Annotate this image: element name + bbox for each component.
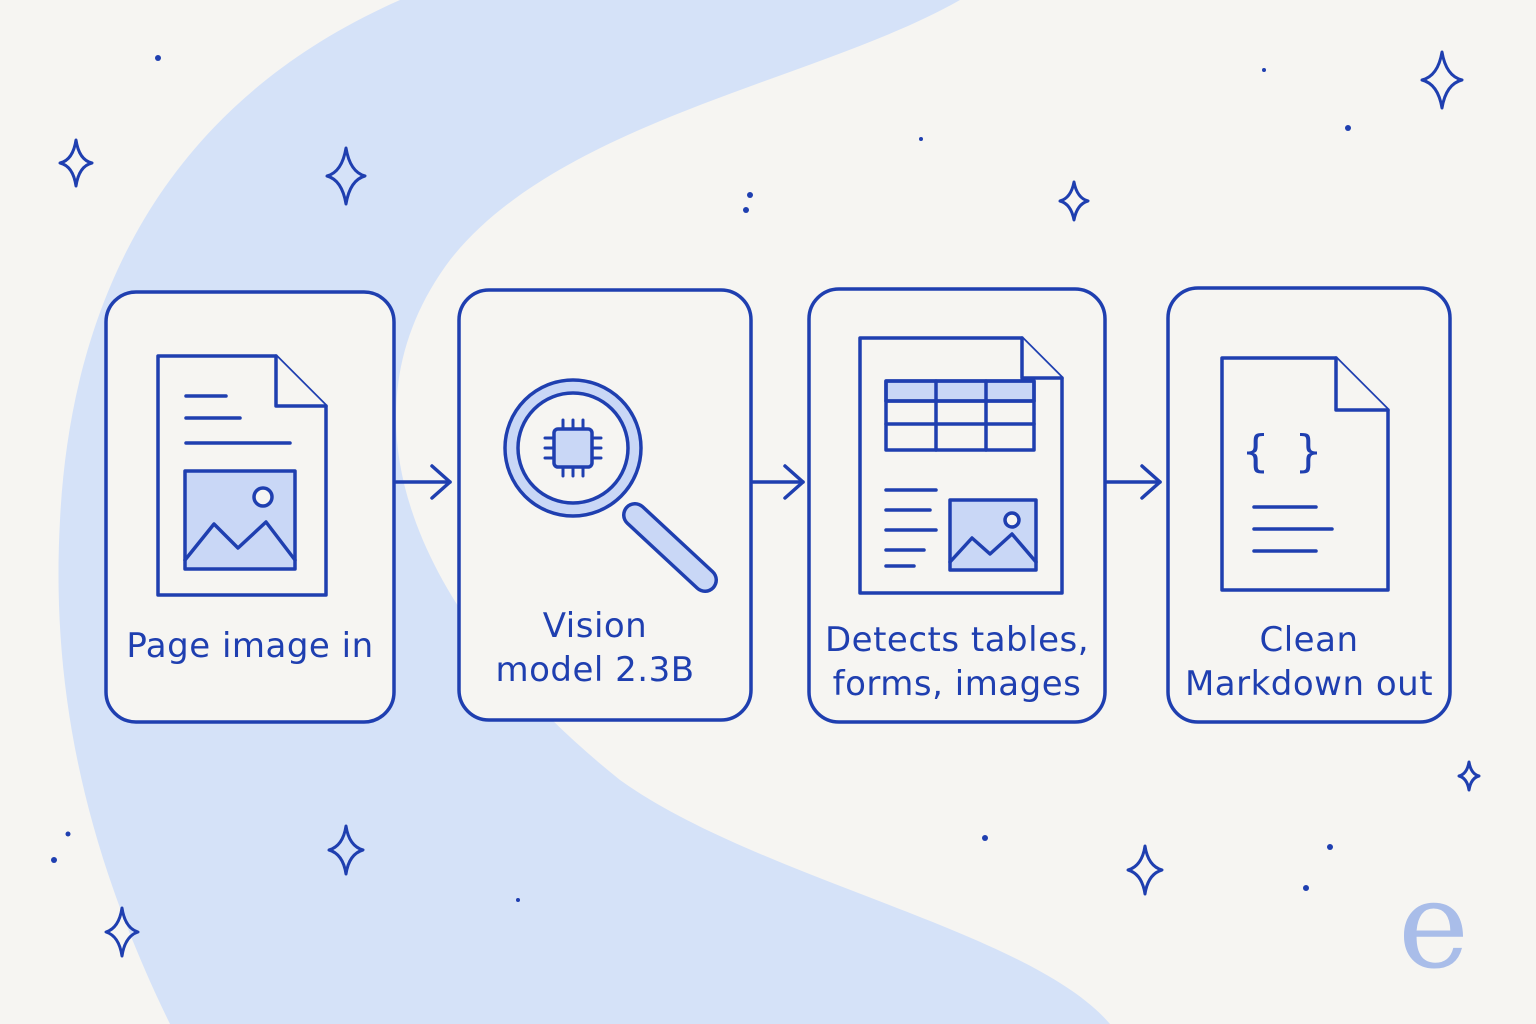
sparkle-icon bbox=[58, 138, 94, 188]
step-label-line: Markdown out bbox=[1184, 664, 1434, 704]
step-label-line: Vision bbox=[542, 606, 648, 646]
sparkles bbox=[58, 50, 1481, 958]
sparkle-icon bbox=[1058, 180, 1090, 222]
brand-logo: e bbox=[1398, 857, 1470, 996]
step-label-line: forms, images bbox=[832, 664, 1082, 704]
sparkle-icon bbox=[1457, 760, 1481, 792]
sparkle-icon bbox=[325, 146, 367, 206]
code-braces-label: { } bbox=[1242, 426, 1321, 477]
arrow-right-icon bbox=[1105, 464, 1162, 500]
step-label-line: Detects tables, bbox=[824, 620, 1090, 660]
step-label-1: Page image in bbox=[106, 624, 394, 668]
document-code-icon bbox=[1220, 356, 1390, 592]
arrow-right-icon bbox=[394, 464, 452, 500]
sparkle-icon bbox=[1126, 844, 1164, 896]
step-label-4: Clean Markdown out bbox=[1168, 618, 1450, 706]
step-label-3: Detects tables, forms, images bbox=[809, 618, 1105, 706]
sparkle-icon bbox=[327, 824, 365, 876]
step-label-line: model 2.3B bbox=[495, 650, 695, 690]
sparkle-icon bbox=[1420, 50, 1464, 110]
background-wave bbox=[58, 0, 1110, 1024]
magnifier-chip-icon bbox=[503, 378, 718, 593]
step-label-line: Page image in bbox=[126, 626, 374, 666]
dots bbox=[51, 55, 1351, 902]
document-with-image-icon bbox=[156, 354, 328, 597]
arrow-right-icon bbox=[751, 464, 805, 500]
step-label-line: Clean bbox=[1259, 620, 1359, 660]
sparkle-icon bbox=[104, 906, 140, 958]
document-table-image-icon bbox=[858, 336, 1064, 595]
step-label-2: Vision model 2.3B bbox=[459, 604, 731, 692]
